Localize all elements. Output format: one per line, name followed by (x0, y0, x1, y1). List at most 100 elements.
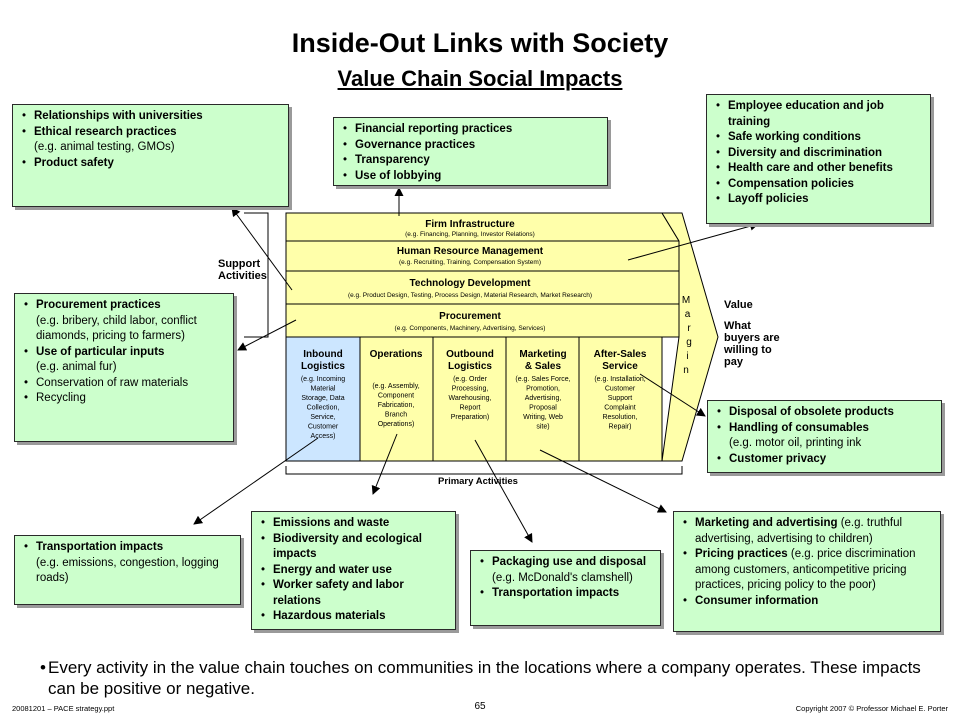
item-bold-text: Emissions and waste (273, 517, 390, 529)
primary-col-sub: Operations) (378, 421, 415, 428)
what-buyers-label: What buyers are willing to pay (724, 320, 780, 368)
list-item: Ethical research practices(e.g. animal t… (19, 125, 282, 156)
box-bottom-1: Transportation impacts(e.g. emissions, c… (14, 535, 241, 605)
primary-col-sub: Support (608, 395, 633, 402)
support-row-1-sub: (e.g. Financing, Planning, Investor Rela… (405, 231, 535, 238)
item-subtext: (e.g. motor oil, printing ink (729, 437, 862, 449)
primary-col-title-2: Logistics (448, 361, 492, 372)
footer-left: 20081201 – PACE strategy.ppt (12, 704, 115, 713)
list-item: Handling of consumables (e.g. motor oil, … (714, 421, 935, 452)
primary-col-sub: (e.g. Incoming (301, 376, 345, 383)
primary-col-sub: Promotion, (526, 386, 560, 393)
primary-col-sub: Service, (310, 414, 335, 421)
item-text: (e.g. truthful advertising, advertising … (695, 517, 903, 545)
primary-col-operations (359, 336, 434, 462)
primary-col-sub: Warehousing, (449, 395, 492, 402)
bottom-bullet: • Every activity in the value chain touc… (40, 657, 928, 699)
box-mid-right: Disposal of obsolete productsHandling of… (707, 400, 942, 473)
list-item: Financial reporting practices (340, 122, 601, 138)
arrow-to-mid-right (639, 373, 706, 417)
item-bold-text: Safe working conditions (728, 131, 861, 143)
item-subtext: (e.g. McDonald's clamshell) (492, 571, 633, 584)
primary-col-sub: Repair) (609, 424, 632, 431)
box-bottom-2: Emissions and wasteBiodiversity and ecol… (251, 511, 456, 630)
page-number: 65 (474, 701, 486, 712)
item-subtext: (e.g. animal fur) (36, 361, 117, 373)
primary-col-sub: (e.g. Sales Force, (515, 376, 570, 383)
primary-col-sub: (e.g. Order (453, 376, 488, 383)
primary-col-sub: Writing, Web (523, 414, 563, 421)
item-bold-text: Governance practices (355, 138, 476, 151)
margin-letter: a (685, 309, 691, 320)
item-bold-text: Hazardous materials (273, 610, 386, 622)
margin-letter: g (686, 337, 692, 348)
margin-letter: r (687, 323, 691, 334)
item-bold-text: Handling of consumables (729, 421, 869, 434)
arrow-to-bottom-4 (539, 449, 667, 513)
support-row-4-sub: (e.g. Components, Machinery, Advertising… (395, 325, 546, 332)
list-item: Product safety (19, 156, 282, 172)
support-label-line-1: Support (218, 258, 261, 270)
item-bold-text: Procurement practices (36, 299, 161, 311)
primary-bracket (285, 466, 683, 475)
list-item: Compensation policies (713, 177, 924, 193)
primary-col-sub: (e.g. Assembly, (372, 383, 419, 390)
list-item: Conservation of raw materials (21, 376, 227, 392)
primary-col-marketing (505, 336, 580, 462)
item-text: (e.g. price discrimination among custome… (695, 548, 916, 591)
list-item: Use of particular inputs(e.g. animal fur… (21, 345, 227, 376)
primary-col-title: Inbound (303, 349, 342, 360)
primary-col-sub: Collection, (307, 405, 340, 412)
list-item: Disposal of obsolete products (714, 405, 935, 421)
item-subtext: (e.g. animal testing, GMOs) (34, 141, 175, 153)
box-mid-left: Procurement practices(e.g. bribery, chil… (14, 293, 234, 442)
primary-col-sub: Storage, Data (301, 395, 344, 402)
primary-col-sub: Branch (385, 412, 407, 419)
support-label-line-2: Activities (218, 270, 267, 282)
primary-col-sub: Report (459, 405, 480, 412)
arrow-to-top-right (627, 221, 759, 261)
item-bold-text: Pricing practices (695, 548, 788, 560)
primary-activities-label: Primary Activities (438, 476, 518, 487)
item-bold-text: Compensation policies (728, 177, 854, 190)
arrow-to-bottom-1 (193, 437, 319, 525)
support-bracket (244, 212, 269, 338)
primary-col-inbound (285, 336, 361, 462)
list-item: Customer privacy (714, 452, 935, 468)
primary-col-aftersales (578, 336, 663, 462)
list-item: Layoff policies (713, 192, 924, 208)
primary-col-sub: Customer (308, 424, 339, 431)
primary-col-title-2: & Sales (525, 361, 562, 372)
list-item: Emissions and waste (258, 516, 449, 532)
support-row-3-sub: (e.g. Product Design, Testing, Process D… (348, 292, 592, 299)
primary-col-title-2: Logistics (301, 361, 345, 372)
what-buyers-line: pay (724, 356, 743, 368)
primary-col-sub: Processing, (452, 386, 489, 393)
primary-col-sub: Resolution, (602, 414, 637, 421)
value-label: Value (724, 299, 753, 311)
list-item: Transparency (340, 153, 601, 169)
item-bold-text: Worker safety and labor relations (273, 579, 404, 607)
list-item: Governance practices (340, 138, 601, 154)
list-item: Employee education and job training (713, 99, 924, 130)
item-bold-text: Marketing and advertising (695, 517, 838, 529)
primary-col-outbound (432, 336, 507, 462)
primary-col-sub: Complaint (604, 405, 636, 412)
primary-col-sub: Customer (605, 386, 636, 393)
item-bold-text: Consumer information (695, 594, 819, 607)
item-bold-text: Financial reporting practices (355, 123, 513, 135)
support-row-4-title: Procurement (439, 311, 501, 322)
item-bold-text: Product safety (34, 156, 114, 169)
box-bottom-4: Marketing and advertising (e.g. truthful… (673, 511, 941, 632)
item-bold-text: Transportation impacts (492, 587, 620, 599)
primary-col-sub: (e.g. Installation, (594, 376, 645, 383)
margin-letter: M (682, 295, 690, 306)
slide-subtitle: Value Chain Social Impacts (337, 66, 623, 91)
list-item: Safe working conditions (713, 130, 924, 146)
margin-letter: i (686, 351, 688, 362)
list-item: Health care and other benefits (713, 161, 924, 177)
item-bold-text: Transportation impacts (36, 541, 164, 553)
list-item: Recycling (21, 391, 227, 407)
item-text: Recycling (36, 392, 86, 404)
arrow-to-top-left (231, 207, 293, 291)
